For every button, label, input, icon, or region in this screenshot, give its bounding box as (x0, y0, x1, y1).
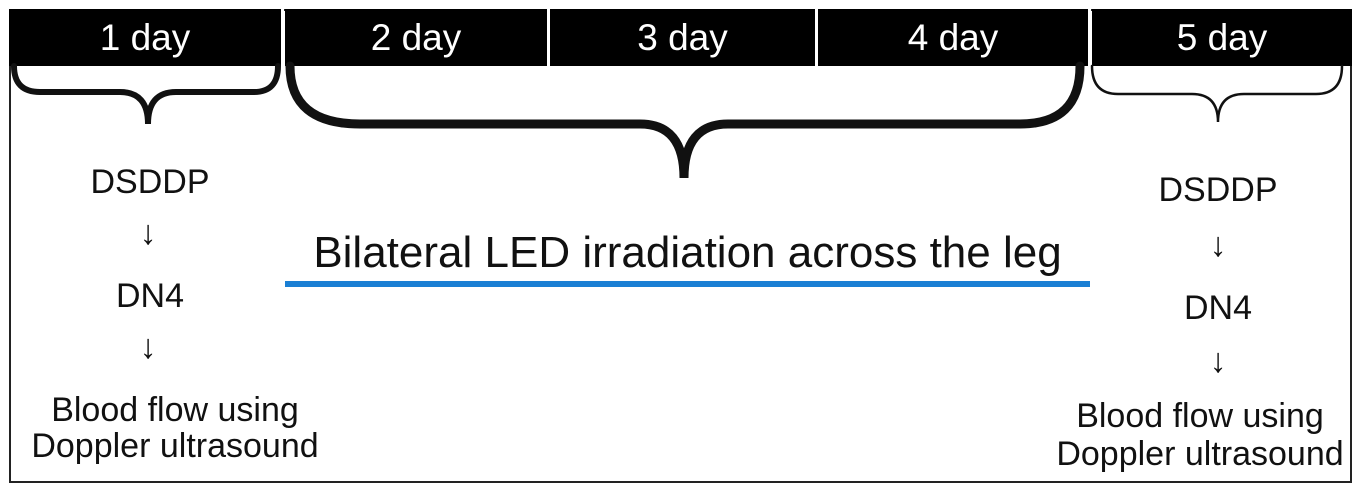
led-irradiation-underline (285, 281, 1090, 287)
day-1-step-blood-flow-line2: Doppler ultrasound (31, 427, 319, 465)
day-2-label: 2 day (370, 16, 462, 58)
day-3-cell: 3 day (550, 9, 815, 66)
day-1-step-blood-flow-line1: Blood flow using (51, 391, 299, 429)
day-5-brace (1090, 64, 1344, 123)
day-3-label: 3 day (637, 16, 728, 58)
day-5-label: 5 day (1176, 16, 1268, 58)
days-2-4-brace (285, 61, 1085, 179)
down-arrow-icon: ↓ (1209, 342, 1227, 380)
day-2-cell: 2 day (285, 9, 547, 66)
day-1-brace (11, 63, 281, 125)
day-5-step-dn4: DN4 (1183, 289, 1253, 327)
day-5-step-dsddp: DSDDP (1158, 171, 1278, 209)
down-arrow-icon: ↓ (1209, 226, 1227, 264)
day-separator (815, 9, 818, 66)
day-4-cell: 4 day (818, 9, 1088, 66)
day-separator (547, 9, 550, 66)
day-1-step-dn4: DN4 (115, 277, 185, 315)
day-5-cell: 5 day (1092, 9, 1352, 66)
day-5-step-blood-flow-line2: Doppler ultrasound (1056, 435, 1344, 473)
day-separator (1088, 9, 1091, 66)
down-arrow-icon: ↓ (139, 328, 157, 366)
day-1-step-dsddp: DSDDP (90, 163, 210, 201)
day-1-cell: 1 day (9, 9, 281, 66)
day-5-step-blood-flow-line1: Blood flow using (1076, 397, 1324, 435)
led-irradiation-label: Bilateral LED irradiation across the leg (313, 228, 1062, 277)
day-1-label: 1 day (99, 16, 191, 58)
day-4-label: 4 day (907, 16, 999, 58)
down-arrow-icon: ↓ (139, 214, 157, 252)
day-separator (281, 9, 284, 66)
